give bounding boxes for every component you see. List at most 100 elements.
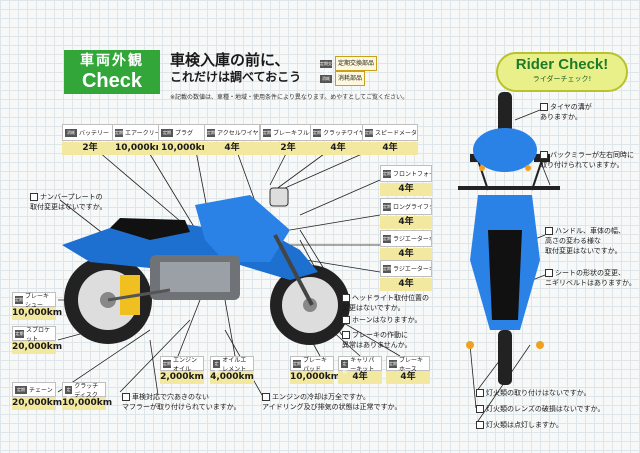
check-text: ブレーキの作動に 異常はありませんか。	[342, 331, 412, 349]
item-label: クラッチワイヤー	[323, 130, 365, 137]
check-item-seat: シートの形状の変更、 ニギリベルトはありますか。	[545, 268, 636, 288]
item-value: 10,000km	[112, 142, 168, 155]
item-value: 10,000km	[158, 142, 214, 155]
item-value: 4年	[380, 248, 432, 261]
item-label: オイルエレメント	[222, 356, 247, 373]
disclaimer-note: ※記載の数値は、車種・地域・使用条件により異なります。めやすとしてご覧ください。	[170, 94, 409, 101]
section-logo: 車両外観 Check	[64, 50, 160, 94]
check-item-lamp-lens: 灯火類のレンズの破損はないですか。	[476, 404, 605, 414]
checkbox[interactable]	[540, 151, 548, 159]
item-value: 20,000km	[12, 397, 63, 410]
periodic-badge: 定期	[383, 202, 391, 211]
maint-item-chain: 定期チェーン 20,000km	[12, 382, 63, 410]
checkbox[interactable]	[540, 103, 548, 111]
check-item-lamp-on: 灯火類は点灯しますか。	[476, 420, 563, 430]
checkbox[interactable]	[545, 269, 553, 277]
periodic-badge: 定期	[383, 169, 391, 178]
item-label: ラジエーターキャップ	[393, 266, 431, 273]
maint-item-throttle-wire: 定期アクセルワイヤー 4年	[204, 124, 260, 155]
check-text: ホーンはなりますか。	[352, 316, 422, 324]
check-text: ヘッドライト取付位置の 変更はないですか。	[342, 294, 429, 312]
checkbox[interactable]	[262, 393, 270, 401]
item-value: 10,000km	[62, 397, 113, 410]
item-label: アクセルワイヤー	[217, 130, 260, 137]
checkbox[interactable]	[342, 294, 350, 302]
headline-line2: これだけは調べておこう	[170, 70, 302, 84]
periodic-badge: 定期	[365, 128, 373, 137]
check-item-lamp-tail: 灯火類の取り付けはないですか。	[476, 388, 591, 398]
check-text: 灯火類の取り付けはないですか。	[486, 389, 591, 397]
maint-item-clutch-wire: 定期クラッチワイヤー 4年	[310, 124, 366, 155]
check-text: タイヤの溝が ありますか。	[540, 103, 592, 121]
rider-title: Rider Check!	[515, 56, 609, 73]
checkbox[interactable]	[122, 393, 130, 401]
logo-bottom-text: Check	[81, 70, 143, 92]
check-text: バックミラーが左右同時に 取り付けられていますか。	[540, 151, 634, 169]
rider-check-title: Rider Check! ライダーチェック!	[496, 52, 628, 92]
periodic-badge: 定期	[115, 128, 123, 137]
item-label: ブレーキパッド	[303, 356, 328, 373]
item-label: プラグ	[175, 130, 194, 137]
item-label: チェーン	[29, 387, 53, 394]
maint-item-caliper-kit: 定期キャリパーキット 4年	[338, 356, 382, 384]
item-value: 4年	[204, 142, 260, 155]
item-value: 2年	[62, 142, 118, 155]
check-text: 灯火類は点灯しますか。	[486, 421, 563, 429]
check-item-plate: ナンバープレートの 取付変更はないですか。	[30, 192, 107, 212]
check-text: 灯火類のレンズの破損はないですか。	[486, 405, 605, 413]
item-label: フロントフォークオイル	[393, 171, 431, 178]
item-value: 4年	[386, 371, 430, 384]
item-value: 4年	[362, 142, 418, 155]
maint-item-radiator-hose: 定期ラジエーターホース 4年	[380, 230, 432, 261]
periodic-badge: 定期	[15, 385, 27, 394]
legend-badge: 消耗	[320, 74, 332, 83]
checkbox[interactable]	[30, 193, 38, 201]
item-value: 4年	[380, 183, 432, 196]
maint-item-sprocket: 定期スプロケット 20,000km	[12, 326, 62, 354]
maint-item-coolant: 定期ロングライフクーラント 4年	[380, 198, 432, 229]
checkbox[interactable]	[476, 405, 484, 413]
periodic-badge: 定期	[263, 128, 271, 137]
motorcycle-front-view	[458, 92, 560, 385]
legend-badge: 定期交換	[320, 59, 332, 74]
checkbox[interactable]	[342, 316, 350, 324]
item-label: スピードメーターケーブル	[375, 130, 418, 137]
periodic-badge: 定期	[389, 359, 398, 368]
motorcycle-side-view	[62, 187, 350, 345]
item-label: ロングライフクーラント	[393, 204, 431, 211]
periodic-badge: 定期	[163, 359, 171, 368]
check-text: ハンドル、車体の幅、 高さの変わる様な 取付変更はないですか。	[545, 227, 625, 255]
page-title: 車検入庫の前に、 これだけは調べておこう	[170, 52, 301, 86]
legend-item: 消耗消耗部品	[320, 71, 377, 86]
item-label: ブレーキフルード	[273, 130, 315, 137]
checkbox[interactable]	[476, 389, 484, 397]
item-value: 2,000km	[160, 371, 204, 384]
maint-item-brake-shoe: 定期ブレーキシュー 10,000km	[12, 292, 62, 320]
maint-item-clutch-disc: 定期クラッチディスク 10,000km	[62, 382, 113, 410]
item-value: 4年	[380, 216, 432, 229]
maint-item-radiator-cap: 定期ラジエーターキャップ 4年	[380, 260, 432, 291]
checkbox[interactable]	[545, 227, 553, 235]
check-text: シートの形状の変更、 ニギリベルトはありますか。	[545, 269, 636, 287]
check-text: ナンバープレートの 取付変更はないですか。	[30, 193, 107, 211]
periodic-badge: 定期	[313, 128, 321, 137]
check-item-handle: ハンドル、車体の幅、 高さの変わる様な 取付変更はないですか。	[545, 226, 625, 256]
maint-item-speedometer-cable: 定期スピードメーターケーブル 4年	[362, 124, 418, 155]
periodic-badge: 定期	[341, 359, 349, 374]
item-value: 10,000km	[290, 371, 341, 384]
periodic-badge: 定期	[65, 385, 73, 400]
maint-item-brake-hose: 定期ブレーキホース 4年	[386, 356, 430, 384]
checkbox[interactable]	[476, 421, 484, 429]
item-label: スプロケット	[26, 326, 51, 343]
periodic-badge: 定期	[161, 128, 173, 137]
maint-item-oil-element: 定期オイルエレメント 4,000km	[210, 356, 254, 384]
periodic-badge: 定期	[293, 359, 301, 368]
maint-item-plug: 定期プラグ 10,000km	[158, 124, 214, 155]
checkbox[interactable]	[342, 331, 350, 339]
check-item-mirror: バックミラーが左右同時に 取り付けられていますか。	[540, 150, 634, 170]
legend: 定期交換定期交換部品 消耗消耗部品	[320, 56, 378, 86]
item-label: バッテリー	[79, 130, 110, 137]
check-item-muffler: 車検対応で穴あきのない マフラーが取り付けられていますか。	[122, 392, 241, 412]
item-label: ラジエーターホース	[393, 236, 431, 243]
check-text: 車検対応で穴あきのない マフラーが取り付けられていますか。	[122, 393, 241, 411]
